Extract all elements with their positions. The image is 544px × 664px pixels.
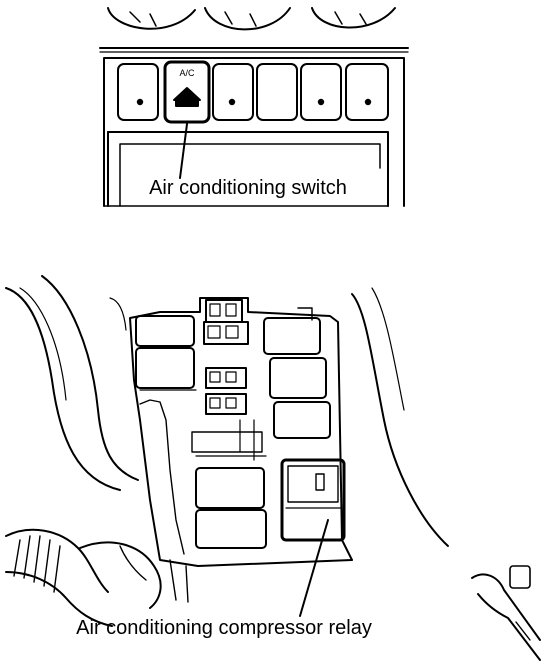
ac-switch-arrow-icon xyxy=(173,87,201,101)
blank-button-1 xyxy=(117,63,159,121)
dial-left xyxy=(107,7,196,30)
relay-left-2 xyxy=(135,347,195,389)
fuse-top xyxy=(205,299,243,323)
relay-right-1 xyxy=(263,317,321,355)
compressor-relay-callout: Air conditioning compressor relay xyxy=(76,617,372,639)
dial-right xyxy=(311,7,396,29)
blank-button-4 xyxy=(256,63,298,121)
blank-button-3 xyxy=(212,63,254,121)
blank-button-5 xyxy=(300,63,342,121)
relay-left-1 xyxy=(135,315,195,347)
fuse-3 xyxy=(205,367,247,389)
ac-switch-leader xyxy=(179,123,188,179)
relay-lower-2 xyxy=(195,509,267,549)
compressor-relay xyxy=(280,458,346,542)
blank-button-6 xyxy=(345,63,389,121)
relay-box-illustration xyxy=(5,275,541,661)
button-bank xyxy=(117,60,389,124)
compressor-relay-leader xyxy=(299,519,329,617)
relay-right-2 xyxy=(269,357,327,399)
relay-right-3 xyxy=(273,401,331,439)
ac-switch xyxy=(163,60,211,124)
dashboard-illustration xyxy=(99,7,409,207)
dial-center xyxy=(204,7,291,31)
fuse-4 xyxy=(205,393,247,415)
ac-switch-label: A/C xyxy=(179,68,195,78)
fuse-2 xyxy=(203,321,249,345)
relay-lower-1 xyxy=(195,467,265,509)
air-conditioning-switch-callout: Air conditioning switch xyxy=(149,177,347,199)
